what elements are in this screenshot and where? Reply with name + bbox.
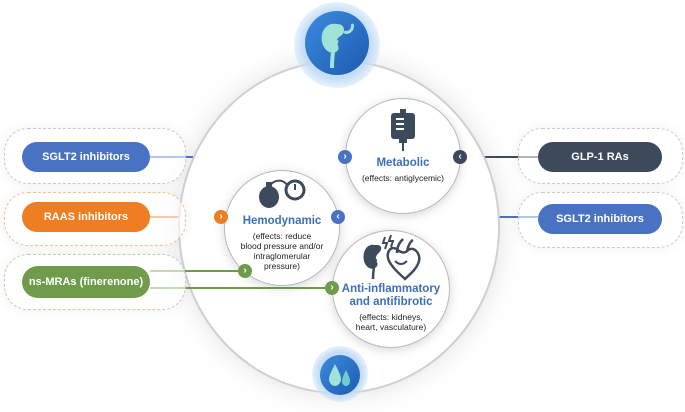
node-anti-inflammatory-effects-2: heart, vasculature): [355, 322, 427, 332]
arrow-nsmra-to-hemodynamic: ›: [238, 264, 252, 278]
drug-label: SGLT2 inhibitors: [42, 151, 130, 163]
kidney-heart-icon: [363, 235, 421, 281]
line-nsmra-to-anti-inflammatory: [150, 287, 332, 289]
node-hemodynamic-effects-4: pressure): [264, 261, 300, 271]
node-metabolic-title: Metabolic: [376, 157, 430, 169]
node-hemodynamic-title: Hemodynamic: [242, 215, 322, 227]
node-hemodynamic-effects-1: (effects: reduce: [252, 231, 312, 241]
kidney-icon: [305, 11, 369, 75]
arrow-nsmra-to-anti-inflammatory: ›: [325, 281, 339, 295]
drug-pill-sglt2-right: SGLT2 inhibitors: [538, 204, 662, 234]
line-glp1-to-metabolic: [460, 156, 538, 158]
line-nsmra-to-hemodynamic: [150, 270, 246, 272]
drug-label: RAAS inhibitors: [43, 211, 129, 223]
water-drops-icon: [320, 355, 360, 395]
node-anti-inflammatory-title-1: Anti-inflammatory: [341, 283, 441, 295]
arrow-sglt2-to-metabolic: ›: [338, 150, 352, 164]
node-metabolic: Metabolic (effects: antiglycemic): [345, 98, 461, 214]
node-anti-inflammatory-title-2: and antifibrotic: [349, 296, 433, 308]
node-anti-inflammatory: Anti-inflammatory and antifibrotic (effe…: [332, 230, 450, 348]
blood-pressure-cuff-icon: [259, 179, 306, 208]
drug-pill-glp1: GLP-1 RAs: [538, 142, 662, 172]
iv-bag-icon: [391, 109, 415, 151]
drug-label: SGLT2 inhibitors: [556, 213, 644, 225]
drug-pill-raas: RAAS inhibitors: [22, 202, 150, 232]
drug-label: ns-MRAs (finerenone): [28, 276, 144, 288]
arrow-sglt2-to-hemodynamic: ‹: [331, 210, 345, 224]
node-anti-inflammatory-effects-1: (effects: kidneys,: [359, 312, 423, 322]
node-hemodynamic-effects-3: intraglomerular: [253, 251, 311, 261]
drug-pill-nsmra: ns-MRAs (finerenone): [22, 266, 150, 298]
drug-label: GLP-1 RAs: [571, 151, 629, 163]
arrow-glp1-to-metabolic: ‹: [453, 150, 467, 164]
drug-pill-sglt2-left: SGLT2 inhibitors: [22, 142, 150, 172]
arrow-raas-to-hemodynamic: ›: [214, 210, 228, 224]
node-metabolic-effects: (effects: antiglycemic): [361, 173, 445, 183]
node-hemodynamic-effects-2: blood pressure and/or: [240, 241, 324, 251]
